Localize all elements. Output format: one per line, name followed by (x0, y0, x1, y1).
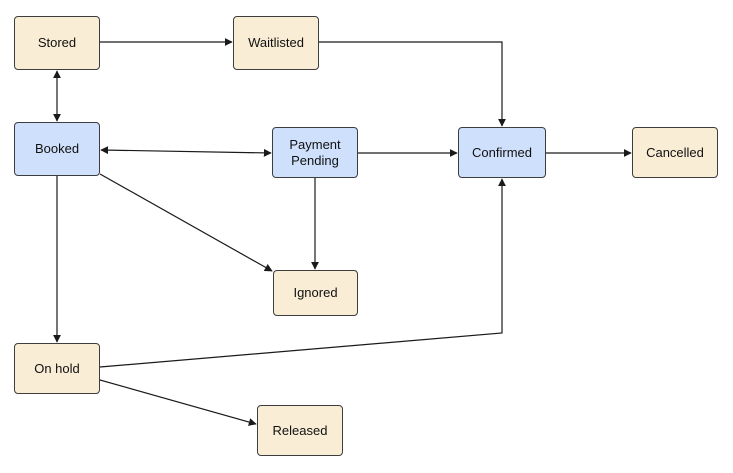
edge-booked-payment-pending (100, 146, 272, 157)
state-booked-label: Booked (34, 141, 80, 156)
state-stored[interactable]: Stored (14, 16, 100, 70)
state-waitlisted[interactable]: Waitlisted (233, 16, 319, 70)
edge-booked-ignored (99, 173, 273, 272)
state-booked[interactable]: Booked (14, 122, 100, 176)
edge-waitlisted-confirmed (319, 41, 506, 127)
state-cancelled[interactable]: Cancelled (632, 127, 718, 178)
state-on-hold-label: On hold (34, 360, 80, 376)
state-payment-pending-label: Payment Pending (289, 136, 341, 168)
state-waitlisted-label: Waitlisted (248, 35, 304, 50)
state-confirmed[interactable]: Confirmed (458, 127, 546, 178)
state-ignored-label: Ignored (293, 285, 338, 300)
edge-on-hold-released (99, 379, 257, 426)
state-stored-label: Stored (37, 35, 77, 50)
state-released[interactable]: Released (257, 405, 343, 456)
state-released-label: Released (272, 422, 328, 438)
state-ignored[interactable]: Ignored (273, 270, 358, 316)
state-payment-pending[interactable]: Payment Pending (272, 127, 358, 178)
state-on-hold[interactable]: On hold (14, 343, 100, 394)
state-confirmed-label: Confirmed (472, 144, 532, 160)
state-cancelled-label: Cancelled (646, 144, 704, 160)
edge-on-hold-confirmed (99, 178, 506, 368)
